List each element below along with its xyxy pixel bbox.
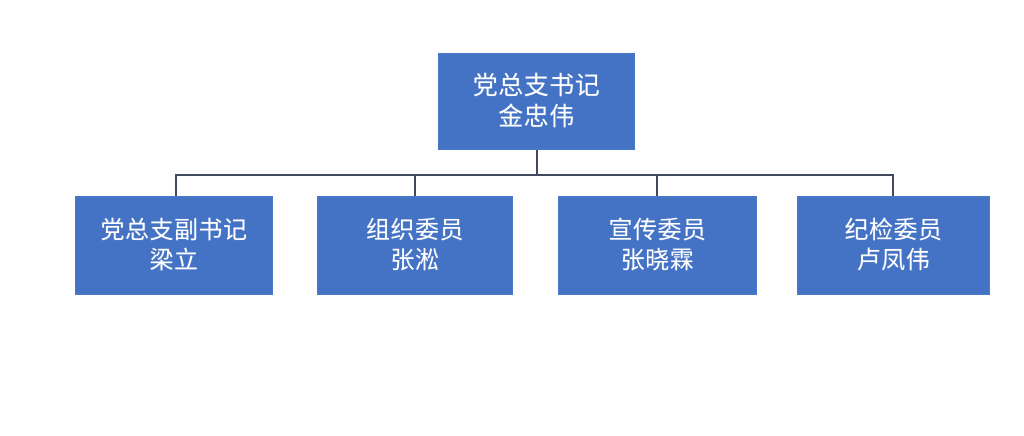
org-node-deputy-secretary[interactable]: 党总支副书记 梁立 xyxy=(75,196,273,295)
connector-drop-org-member xyxy=(414,174,416,196)
org-node-deputy-secretary-title: 党总支副书记 xyxy=(100,217,248,245)
connector-root-drop xyxy=(536,150,538,176)
connector-horizontal-bus xyxy=(175,174,894,176)
connector-drop-deputy-secretary xyxy=(175,174,177,196)
org-node-publicity-member-title: 宣传委员 xyxy=(608,217,707,245)
org-node-discipline-member-title: 纪检委员 xyxy=(844,217,943,245)
org-node-root[interactable]: 党总支书记 金忠伟 xyxy=(438,53,635,150)
org-node-publicity-member[interactable]: 宣传委员 张晓霖 xyxy=(558,196,757,295)
org-node-deputy-secretary-name: 梁立 xyxy=(149,246,199,274)
org-node-discipline-member-name: 卢凤伟 xyxy=(856,246,931,274)
org-node-org-member-title: 组织委员 xyxy=(366,217,464,245)
org-node-org-member[interactable]: 组织委员 张淞 xyxy=(317,196,513,295)
org-node-root-title: 党总支书记 xyxy=(472,72,601,100)
org-node-root-name: 金忠伟 xyxy=(498,102,575,131)
org-node-discipline-member[interactable]: 纪检委员 卢凤伟 xyxy=(797,196,990,295)
org-node-publicity-member-name: 张晓霖 xyxy=(620,246,695,274)
connector-drop-discipline-member xyxy=(892,174,894,196)
connector-drop-publicity-member xyxy=(656,174,658,196)
org-node-org-member-name: 张淞 xyxy=(390,246,440,274)
